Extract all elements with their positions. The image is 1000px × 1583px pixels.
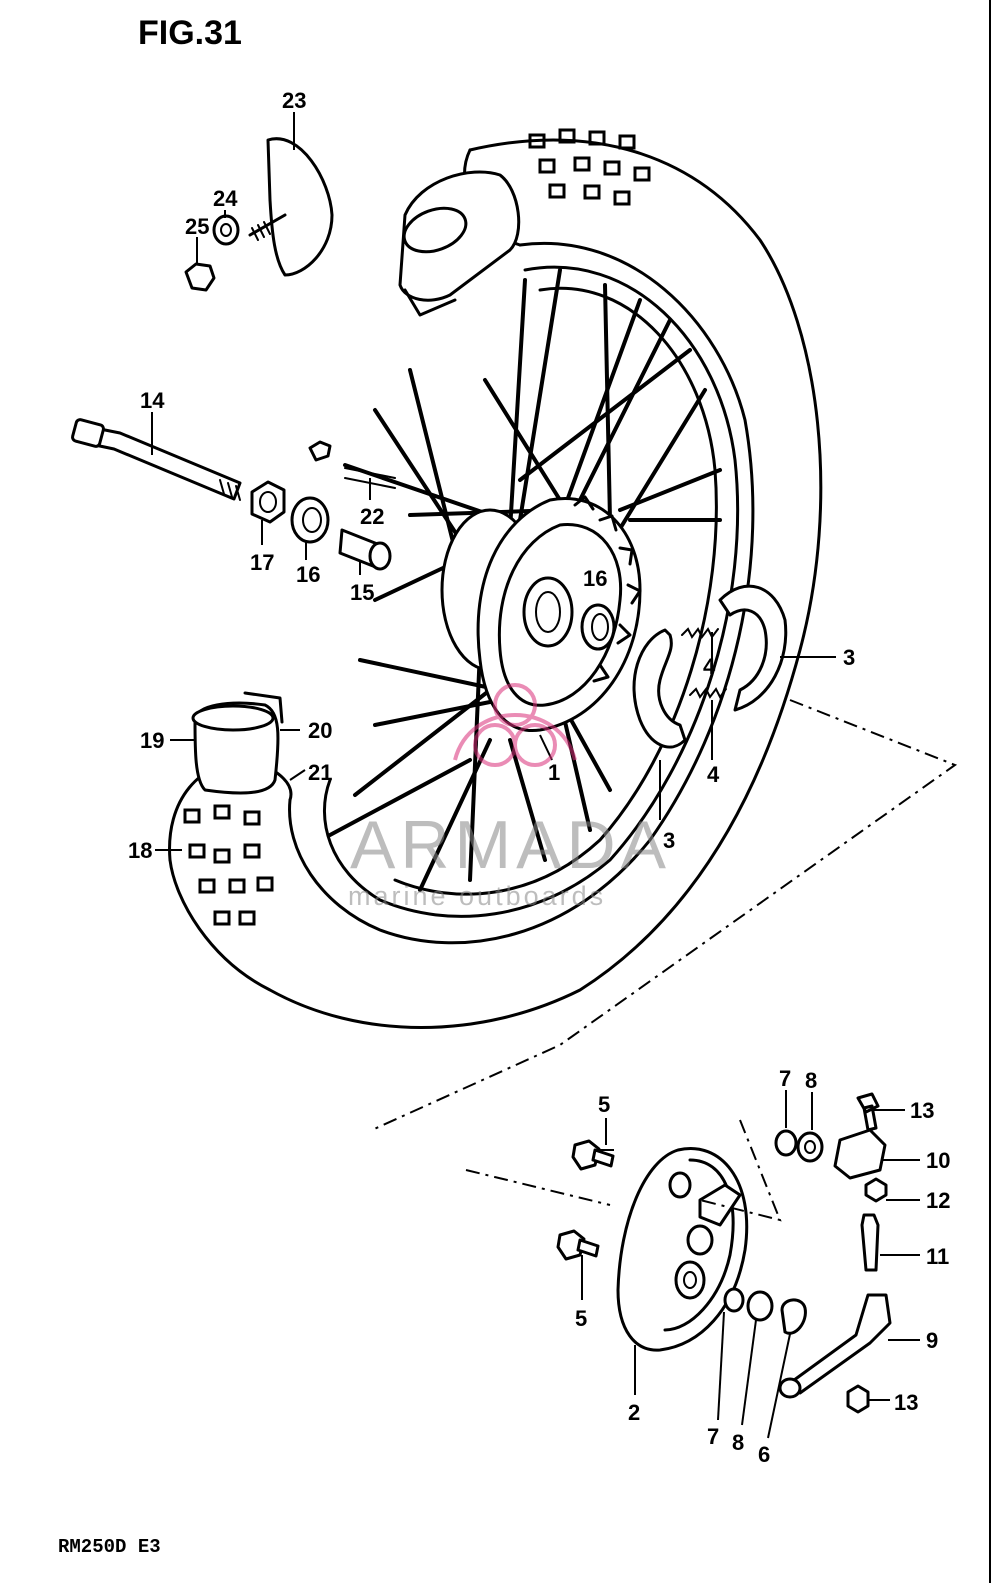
callout-13-lower: 13 — [894, 1390, 918, 1415]
watermark: ARMADA marine outboards — [348, 683, 671, 911]
inner-tube — [191, 691, 284, 795]
callout-18: 18 — [128, 838, 152, 863]
callout-17: 17 — [250, 550, 274, 575]
brake-shoe-outer — [718, 584, 788, 712]
callout-5-upper: 5 — [598, 1092, 610, 1117]
brake-arm — [788, 1293, 892, 1395]
tube-cutaway-top — [398, 170, 521, 317]
brake-arm-end — [778, 1377, 802, 1399]
figure-title: FIG.31 — [138, 14, 242, 52]
panel-bolt-upper — [571, 1139, 615, 1171]
callout-8-upper: 8 — [805, 1068, 817, 1093]
spoke-nipple — [308, 440, 396, 489]
callout-3-right: 3 — [843, 645, 855, 670]
callout-14: 14 — [140, 388, 165, 413]
axle — [71, 418, 242, 501]
axle-collar-hole — [259, 491, 277, 513]
rim-lock-washer — [212, 214, 240, 246]
callout-2: 2 — [628, 1400, 640, 1425]
callout-4-lower: 4 — [707, 762, 720, 787]
axle-collar — [250, 480, 286, 524]
panel-bolt-lower — [556, 1229, 600, 1261]
wheel-bearing — [290, 496, 330, 544]
rim-lock — [248, 137, 334, 277]
callout-7-upper: 7 — [779, 1066, 791, 1091]
callout-3-lower: 3 — [663, 828, 675, 853]
callout-19: 19 — [140, 728, 164, 753]
washer-7-lower — [723, 1287, 745, 1313]
seal-6 — [780, 1298, 807, 1335]
callout-5-lower: 5 — [575, 1306, 587, 1331]
nut-12 — [864, 1177, 888, 1203]
hub — [440, 495, 642, 733]
callout-11: 11 — [926, 1244, 949, 1269]
callout-24: 24 — [213, 186, 238, 211]
assembly-guide-lines — [371, 699, 958, 1222]
rim-lock-nut — [184, 262, 216, 292]
washer-8-upper-hole — [804, 1140, 816, 1154]
callout-15: 15 — [350, 580, 374, 605]
callout-10: 10 — [926, 1148, 950, 1173]
washer-8-upper — [796, 1131, 824, 1163]
model-code: RM250D E3 — [58, 1536, 161, 1558]
washer-7-upper — [774, 1129, 798, 1157]
bolt-13-upper — [856, 1092, 880, 1132]
brake-shoe-inner — [632, 628, 687, 749]
callout-13-upper: 13 — [910, 1098, 934, 1123]
watermark-logo — [453, 683, 577, 767]
callout-12: 12 — [926, 1188, 950, 1213]
callout-6: 6 — [758, 1442, 770, 1467]
callout-7-lower: 7 — [707, 1424, 719, 1449]
bolt-11 — [860, 1213, 880, 1272]
callout-20: 20 — [308, 718, 332, 743]
watermark-tagline: marine outboards — [348, 881, 606, 911]
brake-cam-lever-block — [833, 1128, 887, 1180]
callout-21: 21 — [308, 760, 332, 785]
brake-panel — [616, 1147, 749, 1352]
callout-8-lower: 8 — [732, 1430, 744, 1455]
callout-labels: 23 24 25 14 17 16 15 22 16 19 20 21 18 1… — [128, 88, 950, 1467]
bolt-13-lower — [846, 1384, 870, 1414]
callout-16-left: 16 — [296, 562, 320, 587]
callout-25: 25 — [185, 214, 209, 239]
callout-22: 22 — [360, 504, 384, 529]
callout-16-hub: 16 — [583, 566, 607, 591]
callout-23: 23 — [282, 88, 306, 113]
hub-seal — [580, 603, 616, 651]
callout-9: 9 — [926, 1328, 938, 1353]
washer-8-lower — [746, 1290, 774, 1322]
callout-1: 1 — [548, 760, 560, 785]
watermark-brand: ARMADA — [350, 807, 671, 883]
callout-4-upper: 4 — [703, 654, 716, 679]
rim-lock-washer-hole — [220, 223, 232, 237]
hub-spacer — [338, 528, 392, 571]
